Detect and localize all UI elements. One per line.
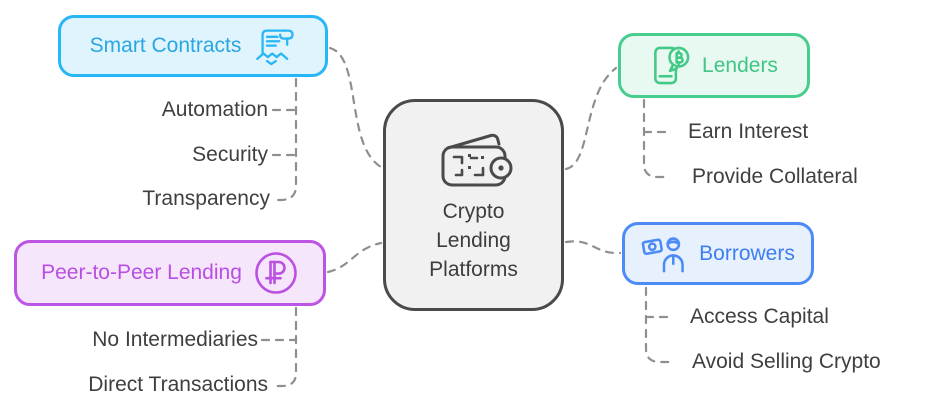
leaf-avoid-selling-crypto: Avoid Selling Crypto	[692, 350, 881, 373]
peer-to-peer-label: Peer-to-Peer Lending	[41, 261, 242, 284]
edge-lenders-trunk	[642, 98, 670, 179]
edge-sc-trunk	[273, 77, 298, 202]
node-peer-to-peer-lending: Peer-to-Peer Lending	[14, 240, 326, 306]
edge-p2p-center	[326, 241, 383, 274]
leaf-security: Security	[192, 143, 268, 166]
phone-bitcoin-icon	[650, 43, 691, 88]
node-crypto-lending-platforms: Crypto Lending Platforms	[383, 99, 564, 311]
edge-borrowers-trunk	[644, 286, 674, 364]
borrowers-label: Borrowers	[699, 241, 795, 265]
leaf-no-intermediaries: No Intermediaries	[92, 328, 258, 351]
edge-smartcontracts-center	[328, 46, 383, 169]
ruble-coin-icon	[253, 250, 299, 296]
node-borrowers: Borrowers	[622, 222, 814, 285]
contract-handshake-icon	[252, 26, 296, 67]
edge-center-lenders	[564, 66, 618, 171]
leaf-earn-interest: Earn Interest	[688, 120, 809, 143]
leaf-access-capital: Access Capital	[690, 305, 829, 328]
leaf-transparency: Transparency	[142, 187, 270, 210]
node-smart-contracts: Smart Contracts	[58, 15, 328, 77]
center-title-line1: Crypto	[442, 199, 505, 223]
smart-contracts-label: Smart Contracts	[89, 34, 242, 57]
node-lenders: Lenders	[618, 33, 810, 98]
wallet-icon	[435, 127, 513, 191]
leaf-direct-transactions: Direct Transactions	[88, 373, 268, 396]
leaf-automation: Automation	[161, 98, 268, 121]
borrower-money-icon	[641, 233, 688, 274]
center-title-line3: Platforms	[429, 257, 518, 281]
center-title-line2: Lending	[436, 228, 511, 252]
lenders-label: Lenders	[702, 53, 778, 77]
center-title: Crypto Lending Platforms	[429, 197, 518, 284]
edge-center-borrowers	[564, 240, 622, 255]
leaf-provide-collateral: Provide Collateral	[692, 165, 858, 188]
edge-p2p-trunk	[272, 306, 298, 388]
